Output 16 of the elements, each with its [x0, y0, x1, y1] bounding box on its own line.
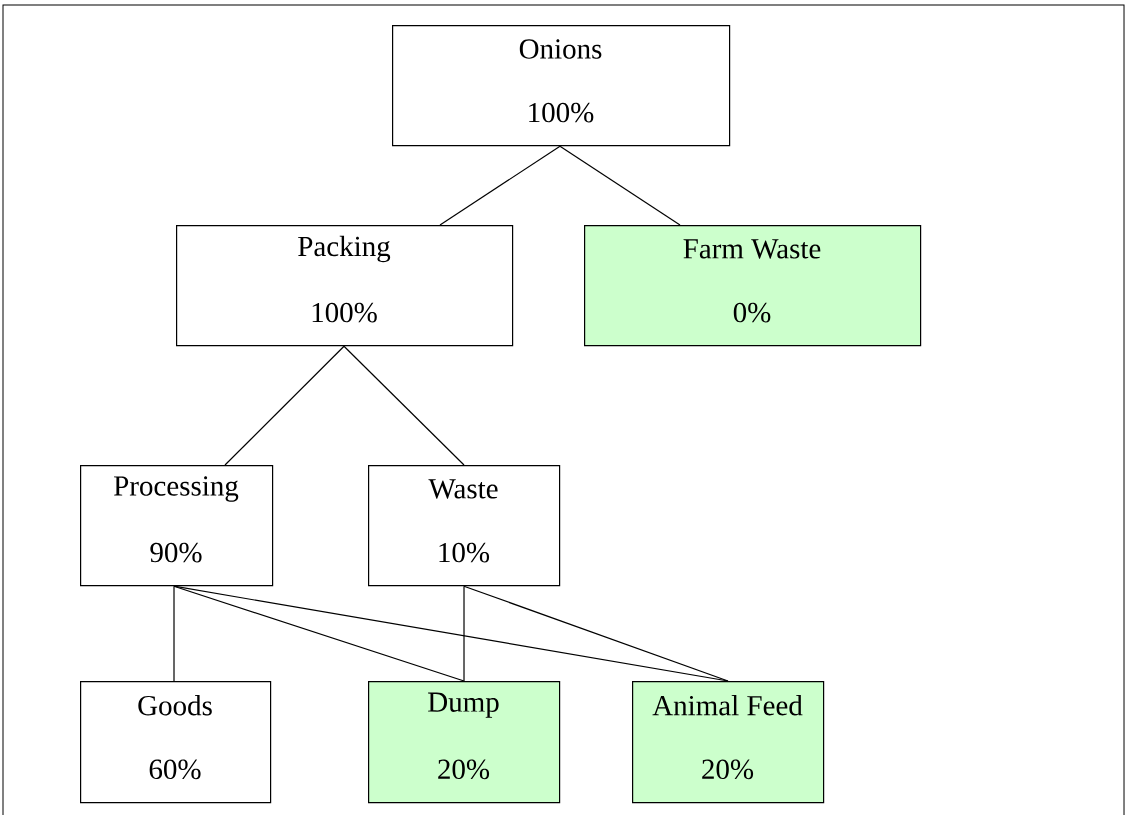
process-box: Onions 100% — [392, 25, 731, 147]
process-box: Goods 60% — [80, 681, 272, 804]
connector-line — [463, 585, 729, 682]
process-box: Farm Waste 0% — [584, 225, 922, 347]
connector-line — [559, 145, 681, 226]
connector-line — [173, 585, 175, 682]
connector-line — [439, 145, 561, 226]
connector-line — [463, 585, 465, 682]
connector-line — [343, 345, 465, 466]
process-box: Waste 10% — [368, 465, 561, 587]
process-box: Processing 90% — [80, 465, 274, 587]
process-box: Animal Feed 20% — [632, 681, 825, 804]
process-box: Packing 100% — [176, 225, 514, 347]
connector-line — [173, 585, 465, 682]
connector-line — [224, 345, 345, 466]
process-box: Dump 20% — [368, 681, 561, 804]
